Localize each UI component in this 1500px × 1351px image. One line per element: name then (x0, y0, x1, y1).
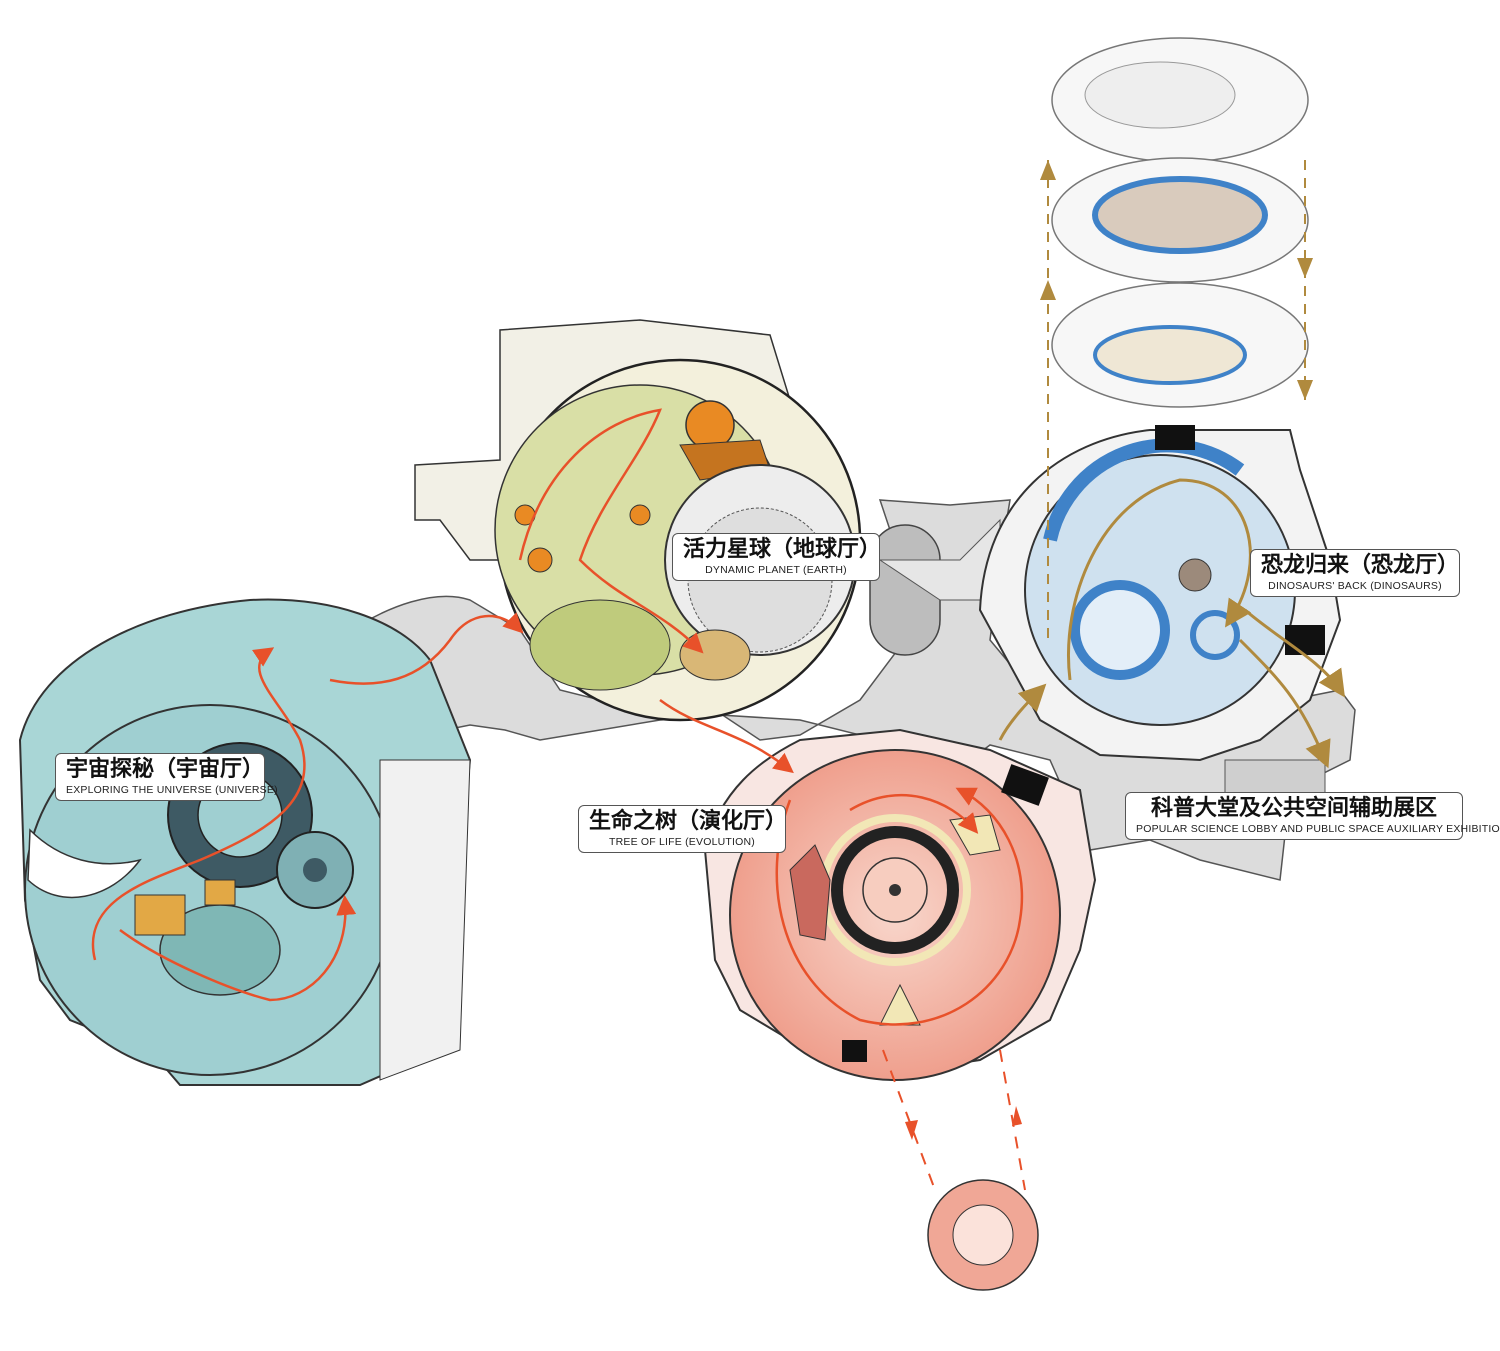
dinosaur-upper-floors (1040, 37, 1313, 640)
basement-arrow-up (1012, 1106, 1022, 1126)
route-evolution-to-dinosaur (998, 683, 1047, 741)
dinosaur-black-block-2 (1285, 625, 1325, 655)
dinosaur-blue-arc (1043, 438, 1245, 542)
dinosaur-black-block (1155, 425, 1195, 450)
earth-orange-exhibit-4 (629, 504, 651, 526)
evolution-core-center (889, 884, 901, 896)
universe-lower-disc (159, 904, 281, 996)
basement-dash-left (882, 1049, 936, 1191)
earth-hall-label: 活力星球（地球厅） DYNAMIC PLANET (EARTH) (672, 533, 882, 581)
route-earth-loop (518, 408, 704, 654)
lobby-name-en: POPULAR SCIENCE LOBBY AND PUBLIC SPACE A… (1136, 823, 1500, 835)
dinosaur-stack-arrow-up (1040, 160, 1056, 180)
route-universe-loop (91, 647, 306, 961)
dinosaur-floor-3-inner (1084, 61, 1236, 129)
universe-service-strip (379, 759, 471, 1081)
route-earth-to-evolution (659, 698, 794, 774)
lobby-label: 科普大堂及公共空间辅助展区 POPULAR SCIENCE LOBBY AND … (1125, 792, 1500, 840)
basement-dash-right (999, 1049, 1026, 1191)
earth-green-zone (529, 599, 671, 691)
dinosaur-floor-2-inner (1092, 176, 1268, 254)
dinosaur-hall (978, 425, 1342, 762)
route-dinosaur-exit (1238, 638, 1331, 769)
dinosaur-fossil-center (1178, 558, 1212, 592)
route-evolution-inner (849, 794, 979, 834)
evolution-ring-dark (831, 826, 959, 954)
dinosaur-blue-ring (1070, 580, 1170, 680)
route-dinosaur-exit-2 (1244, 608, 1345, 698)
evolution-black-block (1001, 764, 1049, 806)
basement-arrow-down (905, 1120, 918, 1140)
dinosaur-hall-label: 恐龙归来（恐龙厅） DINOSAURS' BACK (DINOSAURS) (1250, 549, 1460, 597)
dinosaur-floor-1-inner (1093, 325, 1247, 385)
earth-hall-name-en: DYNAMIC PLANET (EARTH) (705, 564, 847, 576)
dinosaur-hall-name-en: DINOSAURS' BACK (DINOSAURS) (1268, 580, 1442, 592)
universe-hall-name-en: EXPLORING THE UNIVERSE (UNIVERSE) (66, 784, 278, 796)
dinosaur-stack-arrow-down-2 (1297, 380, 1313, 400)
basement-ring (952, 1204, 1014, 1266)
earth-lower-exhibit (679, 629, 751, 681)
universe-hall (18, 598, 472, 1086)
route-universe-inner (119, 895, 357, 1002)
earth-hall-name-cn: 活力星球（地球厅） (683, 537, 882, 562)
evolution-black-block-2 (842, 1040, 867, 1062)
lobby-name-cn: 科普大堂及公共空间辅助展区 (1150, 796, 1437, 821)
universe-crescent (27, 828, 142, 899)
universe-hall-name-cn: 宇宙探秘（宇宙厅） (66, 757, 265, 782)
dinosaur-hall-name-cn: 恐龙归来（恐龙厅） (1261, 553, 1460, 578)
universe-planetarium-core (303, 858, 327, 882)
evolution-basement (882, 1049, 1039, 1291)
route-universe-to-earth (329, 612, 524, 685)
evolution-hall (703, 728, 1097, 1081)
evolution-left-exhibit (789, 844, 831, 941)
universe-hall-label: 宇宙探秘（宇宙厅） EXPLORING THE UNIVERSE (UNIVER… (55, 753, 278, 801)
evolution-hall-name-en: TREE OF LIFE (EVOLUTION) (609, 836, 755, 848)
earth-orange-exhibit-2 (527, 547, 553, 573)
route-evolution-loop (775, 787, 1024, 1026)
universe-exhibit-block (134, 894, 186, 936)
dinosaur-stack-arrow-down (1297, 258, 1313, 278)
universe-exhibit-block-2 (204, 879, 236, 906)
evolution-hall-label: 生命之树（演化厅） TREE OF LIFE (EVOLUTION) (578, 805, 788, 853)
evolution-hall-name-cn: 生命之树（演化厅） (589, 809, 788, 834)
dinosaur-stack-arrow-up-2 (1040, 280, 1056, 300)
